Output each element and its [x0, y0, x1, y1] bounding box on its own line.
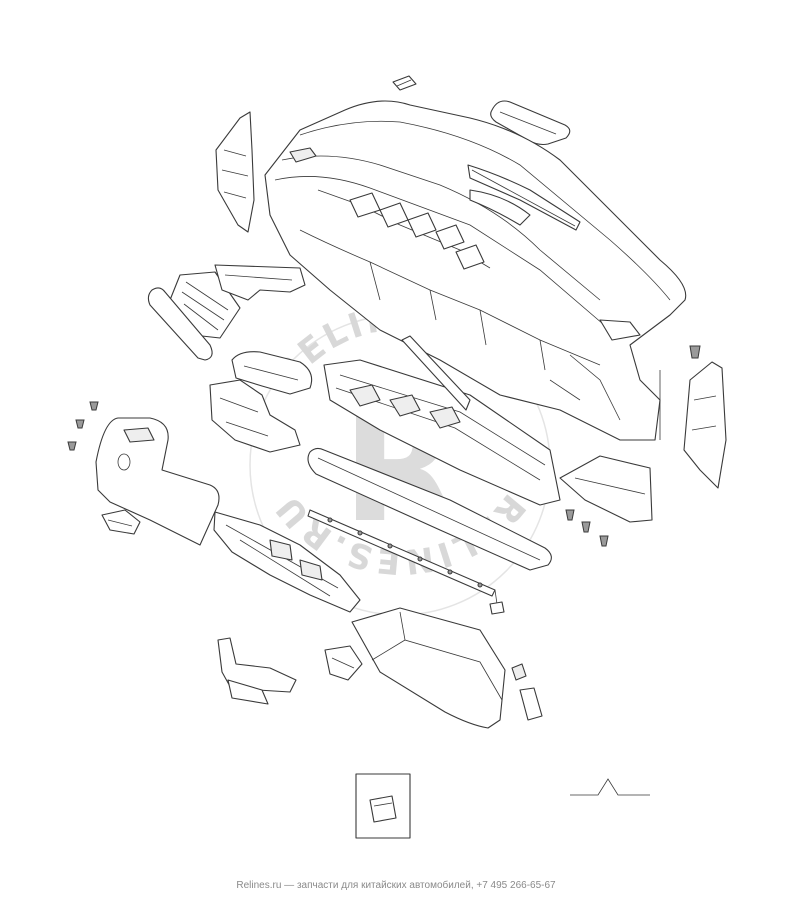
cluster-hood-trim: [214, 264, 306, 301]
lower-long-trim: [307, 447, 552, 571]
glove-box-latch: [324, 645, 363, 681]
direction-marker: [570, 778, 650, 796]
screw-set-right: [565, 345, 701, 547]
screw-set-left: [67, 401, 99, 451]
lower-center-bracket: [213, 511, 361, 613]
left-connector-bracket: [101, 509, 141, 535]
lower-steering-shroud: [209, 379, 301, 453]
lower-left-panel: [95, 417, 220, 546]
right-end-panel: [683, 361, 727, 489]
speaker-cover-panel: [490, 100, 571, 146]
footer-caption: Relines.ru — запчасти для китайских авто…: [236, 880, 556, 891]
left-end-trim: [147, 287, 213, 361]
center-trim-strip: [401, 335, 471, 411]
glove-box: [351, 607, 506, 729]
top-clip: [392, 75, 417, 91]
left-side-bracket: [215, 111, 255, 233]
mounting-bracket-plate: [217, 637, 297, 705]
inset-clip-box: [355, 773, 411, 839]
accent-trim-strip: [307, 509, 496, 597]
upper-steering-shroud: [231, 351, 313, 395]
instrument-panel-main: [264, 100, 687, 441]
center-stack-bezel: [323, 359, 561, 506]
right-lower-bracket: [559, 455, 653, 523]
trim-harness-connector: [489, 589, 505, 615]
glove-box-damper: [511, 663, 543, 721]
